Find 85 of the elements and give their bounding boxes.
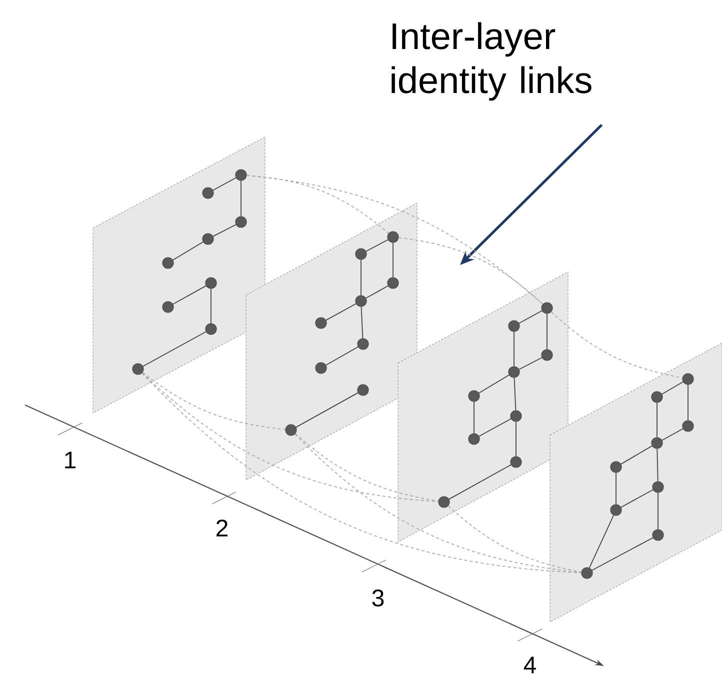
network-node bbox=[205, 323, 217, 335]
network-node bbox=[508, 320, 520, 332]
network-node bbox=[510, 410, 522, 422]
network-node bbox=[438, 496, 450, 508]
network-link bbox=[478, 374, 510, 394]
network-node bbox=[682, 373, 694, 385]
axis-label: 3 bbox=[372, 590, 384, 606]
network-node bbox=[355, 295, 367, 307]
network-link bbox=[588, 514, 614, 568]
identity-link bbox=[550, 311, 683, 378]
network-node bbox=[357, 338, 369, 350]
identity-link bbox=[246, 174, 390, 234]
network-link bbox=[212, 224, 236, 237]
network-link bbox=[366, 239, 388, 252]
identity-link bbox=[294, 433, 439, 502]
network-node bbox=[202, 233, 214, 245]
network-node bbox=[541, 302, 553, 314]
network-node bbox=[285, 424, 297, 436]
annotation-text: Inter-layer identity links bbox=[392, 22, 592, 101]
network-link bbox=[326, 346, 358, 366]
layer-plane bbox=[550, 342, 722, 622]
network-link bbox=[448, 464, 512, 500]
network-node bbox=[651, 437, 663, 449]
network-link bbox=[210, 288, 212, 324]
network-link bbox=[656, 448, 658, 482]
network-node bbox=[315, 317, 327, 329]
network-link bbox=[392, 242, 394, 278]
network-node bbox=[610, 461, 622, 473]
identity-link bbox=[142, 372, 286, 430]
network-link bbox=[546, 313, 548, 350]
network-link bbox=[620, 445, 652, 465]
network-node bbox=[235, 169, 247, 181]
network-node bbox=[682, 420, 694, 432]
identity-link bbox=[448, 505, 582, 572]
network-node bbox=[652, 481, 664, 493]
network-link bbox=[360, 259, 362, 296]
network-node bbox=[508, 366, 520, 378]
network-link bbox=[518, 310, 542, 324]
network-link bbox=[240, 180, 242, 217]
network-link bbox=[478, 418, 512, 437]
network-node bbox=[652, 529, 664, 541]
network-node bbox=[235, 216, 247, 228]
network-node bbox=[202, 187, 214, 199]
network-link bbox=[212, 177, 236, 191]
axis-label: 4 bbox=[524, 656, 536, 674]
layer-plane bbox=[246, 202, 418, 480]
network-link bbox=[518, 357, 542, 370]
network-link bbox=[592, 537, 654, 571]
network-node bbox=[132, 363, 144, 375]
network-node bbox=[205, 277, 217, 289]
network-node bbox=[315, 362, 327, 374]
network-link bbox=[662, 428, 684, 441]
network-link bbox=[360, 306, 364, 339]
network-link bbox=[326, 303, 356, 321]
network-link bbox=[514, 377, 516, 411]
layer-plane bbox=[398, 272, 568, 542]
identity-link bbox=[246, 175, 544, 305]
network-node bbox=[357, 384, 369, 396]
axis-label: 1 bbox=[65, 452, 76, 468]
network-link bbox=[662, 381, 684, 395]
network-link bbox=[172, 285, 206, 305]
network-node bbox=[355, 248, 367, 260]
network-node bbox=[387, 231, 399, 243]
network-node bbox=[387, 277, 399, 289]
identity-link bbox=[142, 372, 439, 502]
network-node bbox=[541, 349, 553, 361]
network-link bbox=[172, 242, 204, 260]
network-node bbox=[468, 390, 480, 402]
network-node bbox=[510, 456, 522, 468]
identity-link bbox=[294, 434, 582, 573]
network-link bbox=[656, 402, 658, 438]
identity-link bbox=[142, 372, 582, 574]
network-node bbox=[162, 301, 174, 313]
identity-link bbox=[398, 237, 544, 304]
layer-plane bbox=[92, 136, 266, 414]
axis-label: 2 bbox=[216, 520, 228, 536]
network-node bbox=[651, 391, 663, 403]
network-node bbox=[610, 504, 622, 516]
network-link bbox=[366, 285, 388, 299]
network-link bbox=[142, 331, 206, 367]
network-link bbox=[296, 392, 358, 428]
network-link bbox=[620, 489, 654, 508]
network-node bbox=[162, 257, 174, 269]
network-node bbox=[468, 433, 480, 445]
network-node bbox=[581, 567, 593, 579]
